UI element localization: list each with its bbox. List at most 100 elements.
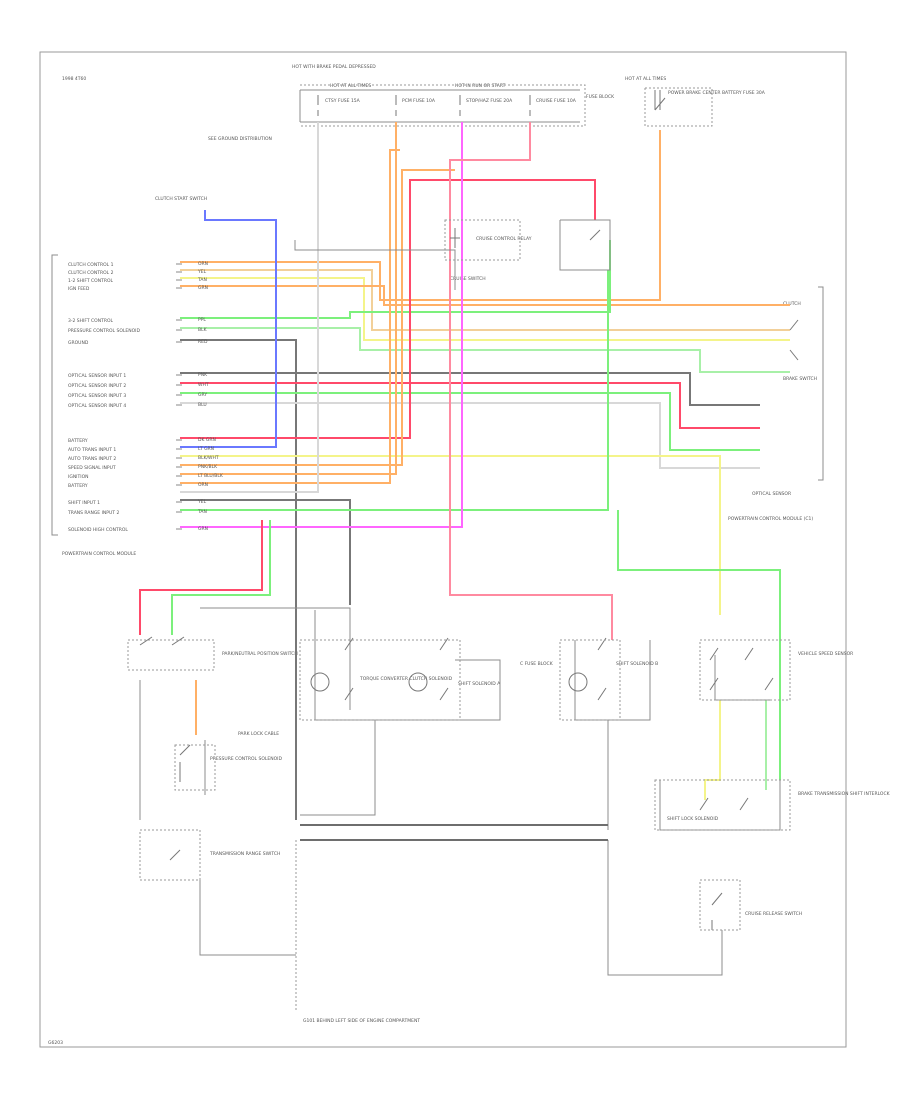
pcm-pin-label: IGNITION bbox=[68, 474, 89, 480]
pcm-left-title: POWERTRAIN CONTROL MODULE bbox=[62, 551, 136, 557]
wire-code-label: PNK/BLK bbox=[198, 464, 218, 470]
pcm-pin-label: OPTICAL SENSOR INPUT 3 bbox=[68, 393, 126, 399]
switch-3-icon bbox=[597, 637, 607, 701]
fuse-1-label: CTSY FUSE 15A bbox=[325, 98, 361, 104]
wire-code-label: ORN bbox=[198, 261, 208, 267]
wire-code-label: BLU bbox=[198, 402, 207, 408]
lower-right-box bbox=[654, 779, 791, 831]
pcm-pin-label: PRESSURE CONTROL SOLENOID bbox=[68, 328, 140, 334]
range-switch-label: PARK/NEUTRAL POSITION SWITCH bbox=[222, 651, 298, 657]
pcm-pin-label: IGN FEED bbox=[68, 286, 90, 292]
wire-green bbox=[171, 520, 271, 635]
wire-code-label: ORN bbox=[198, 482, 208, 488]
wire-white bbox=[180, 402, 760, 469]
relay-label: CRUISE CONTROL RELAY bbox=[476, 236, 532, 242]
pcm-pin-label: SPEED SIGNAL INPUT bbox=[68, 465, 116, 471]
wire-magenta bbox=[180, 122, 463, 528]
switch-1-icon bbox=[344, 637, 354, 701]
tcc-label: TORQUE CONVERTER CLUTCH SOLENOID bbox=[359, 676, 453, 682]
wire-code-label: GRN bbox=[198, 526, 208, 532]
wire-code-label: LT BLU/BLK bbox=[198, 473, 224, 479]
park-lock-label: PARK LOCK CABLE bbox=[238, 731, 279, 737]
lamp-box bbox=[174, 744, 216, 791]
right-switch-icon bbox=[709, 647, 774, 691]
components bbox=[127, 97, 799, 931]
wire-harness bbox=[139, 122, 790, 820]
range-switch-box bbox=[127, 639, 215, 671]
wire-code-label: DK GRN bbox=[198, 437, 216, 443]
cruise-release-box bbox=[699, 879, 741, 931]
wire-code-label: GRN bbox=[198, 285, 208, 291]
pcm-pin-label: OPTICAL SENSOR INPUT 1 bbox=[68, 373, 126, 379]
pressure-label: PRESSURE CONTROL SOLENOID bbox=[210, 756, 282, 762]
fuse-right-icon bbox=[654, 90, 661, 110]
fuse-block-label: FUSE BLOCK bbox=[586, 94, 615, 100]
hot-top-label: HOT WITH BRAKE PEDAL DEPRESSED bbox=[292, 64, 376, 70]
brake-switch-icon bbox=[789, 349, 799, 361]
wire-orange bbox=[180, 122, 397, 475]
shift-b-label: SHIFT SOLENOID B bbox=[616, 661, 658, 667]
wire-code-label: BLK/WHT bbox=[198, 455, 219, 461]
pcm-pin-label: AUTO TRANS INPUT 1 bbox=[68, 447, 116, 453]
wire-code-label: GRY bbox=[198, 392, 207, 398]
lower-left-box bbox=[139, 829, 201, 881]
fuse-right-label: POWER BRAKE CENTER BATTERY FUSE 30A bbox=[668, 90, 766, 96]
fuse-4-label: CRUISE FUSE 10A bbox=[536, 98, 577, 104]
wire-code-label: PNK bbox=[198, 372, 208, 378]
lower-left-switch-icon bbox=[169, 849, 181, 861]
wire-gray bbox=[180, 372, 760, 406]
right-switch-box bbox=[699, 639, 791, 701]
wire-code-label: TAN bbox=[197, 277, 207, 283]
shift-a-label: SHIFT SOLENOID A bbox=[458, 681, 501, 687]
wire-red bbox=[180, 382, 760, 429]
fuse-2-label: PCM FUSE 10A bbox=[402, 98, 436, 104]
wire-code-label: LT GRN bbox=[198, 446, 214, 452]
pcm-pin-label: OPTICAL SENSOR INPUT 4 bbox=[68, 403, 126, 409]
pcm-pin-label: BATTERY bbox=[68, 438, 88, 444]
pcm-pin-label: 3-2 SHIFT CONTROL bbox=[68, 318, 114, 324]
wire-green bbox=[180, 270, 609, 511]
shift-lock-label: SHIFT LOCK SOLENOID bbox=[667, 816, 719, 822]
fuse-block-box bbox=[300, 84, 586, 127]
wire-red bbox=[139, 520, 263, 635]
right-connector-bracket bbox=[818, 286, 824, 481]
wire-lightgreen bbox=[180, 327, 790, 373]
fuse-3-label: STOP/HAZ FUSE 20A bbox=[466, 98, 513, 104]
wire-code-label: PPL bbox=[198, 317, 206, 323]
wire-code-label: WHT bbox=[198, 382, 209, 388]
ground-label: G101 BEHIND LEFT SIDE OF ENGINE COMPARTM… bbox=[303, 1018, 420, 1024]
wire-orange bbox=[180, 149, 400, 484]
range-switch-icon bbox=[139, 636, 185, 646]
cruise-switch-label: CRUISE SWITCH bbox=[450, 276, 486, 282]
pcm-pin-label: CLUTCH CONTROL 1 bbox=[68, 262, 114, 268]
wire-green bbox=[180, 240, 611, 319]
wire-yellow bbox=[180, 455, 721, 615]
right-fuse-box bbox=[644, 87, 713, 127]
relay-box bbox=[444, 219, 521, 261]
pcm-pin-label: BATTERY bbox=[68, 483, 88, 489]
pcm-pin-label: OPTICAL SENSOR INPUT 2 bbox=[68, 383, 126, 389]
pcm-pin-label: 1-2 SHIFT CONTROL bbox=[68, 278, 114, 284]
wire-code-label: BLK bbox=[198, 327, 208, 333]
brake-lower-label: BRAKE TRANSMISSION SHIFT INTERLOCK bbox=[798, 791, 891, 797]
pcm-right-title: POWERTRAIN CONTROL MODULE (C1) bbox=[728, 516, 813, 522]
center-switch-box-2 bbox=[559, 639, 621, 721]
clutch-label: CLUTCH bbox=[783, 301, 801, 307]
wire-red bbox=[180, 179, 596, 439]
wire-code-label: TAN bbox=[197, 509, 207, 515]
pcm-pin-label: GROUND bbox=[68, 340, 89, 346]
top-right-switch-icon bbox=[654, 97, 666, 111]
switch-wiring bbox=[139, 219, 781, 1010]
bulb-2-icon bbox=[408, 672, 428, 692]
pcm-connector-bracket bbox=[51, 254, 58, 536]
cruise-release-label: CRUISE RELEASE SWITCH bbox=[745, 911, 802, 917]
pcm-pin-label: SHIFT INPUT 1 bbox=[68, 500, 100, 506]
wire-orange bbox=[180, 169, 455, 466]
optical-label: OPTICAL SENSOR bbox=[752, 491, 791, 497]
clutch-switch-icon bbox=[789, 319, 799, 331]
bulb-3-icon bbox=[568, 672, 588, 692]
lower-right-switch-icon bbox=[699, 797, 749, 811]
